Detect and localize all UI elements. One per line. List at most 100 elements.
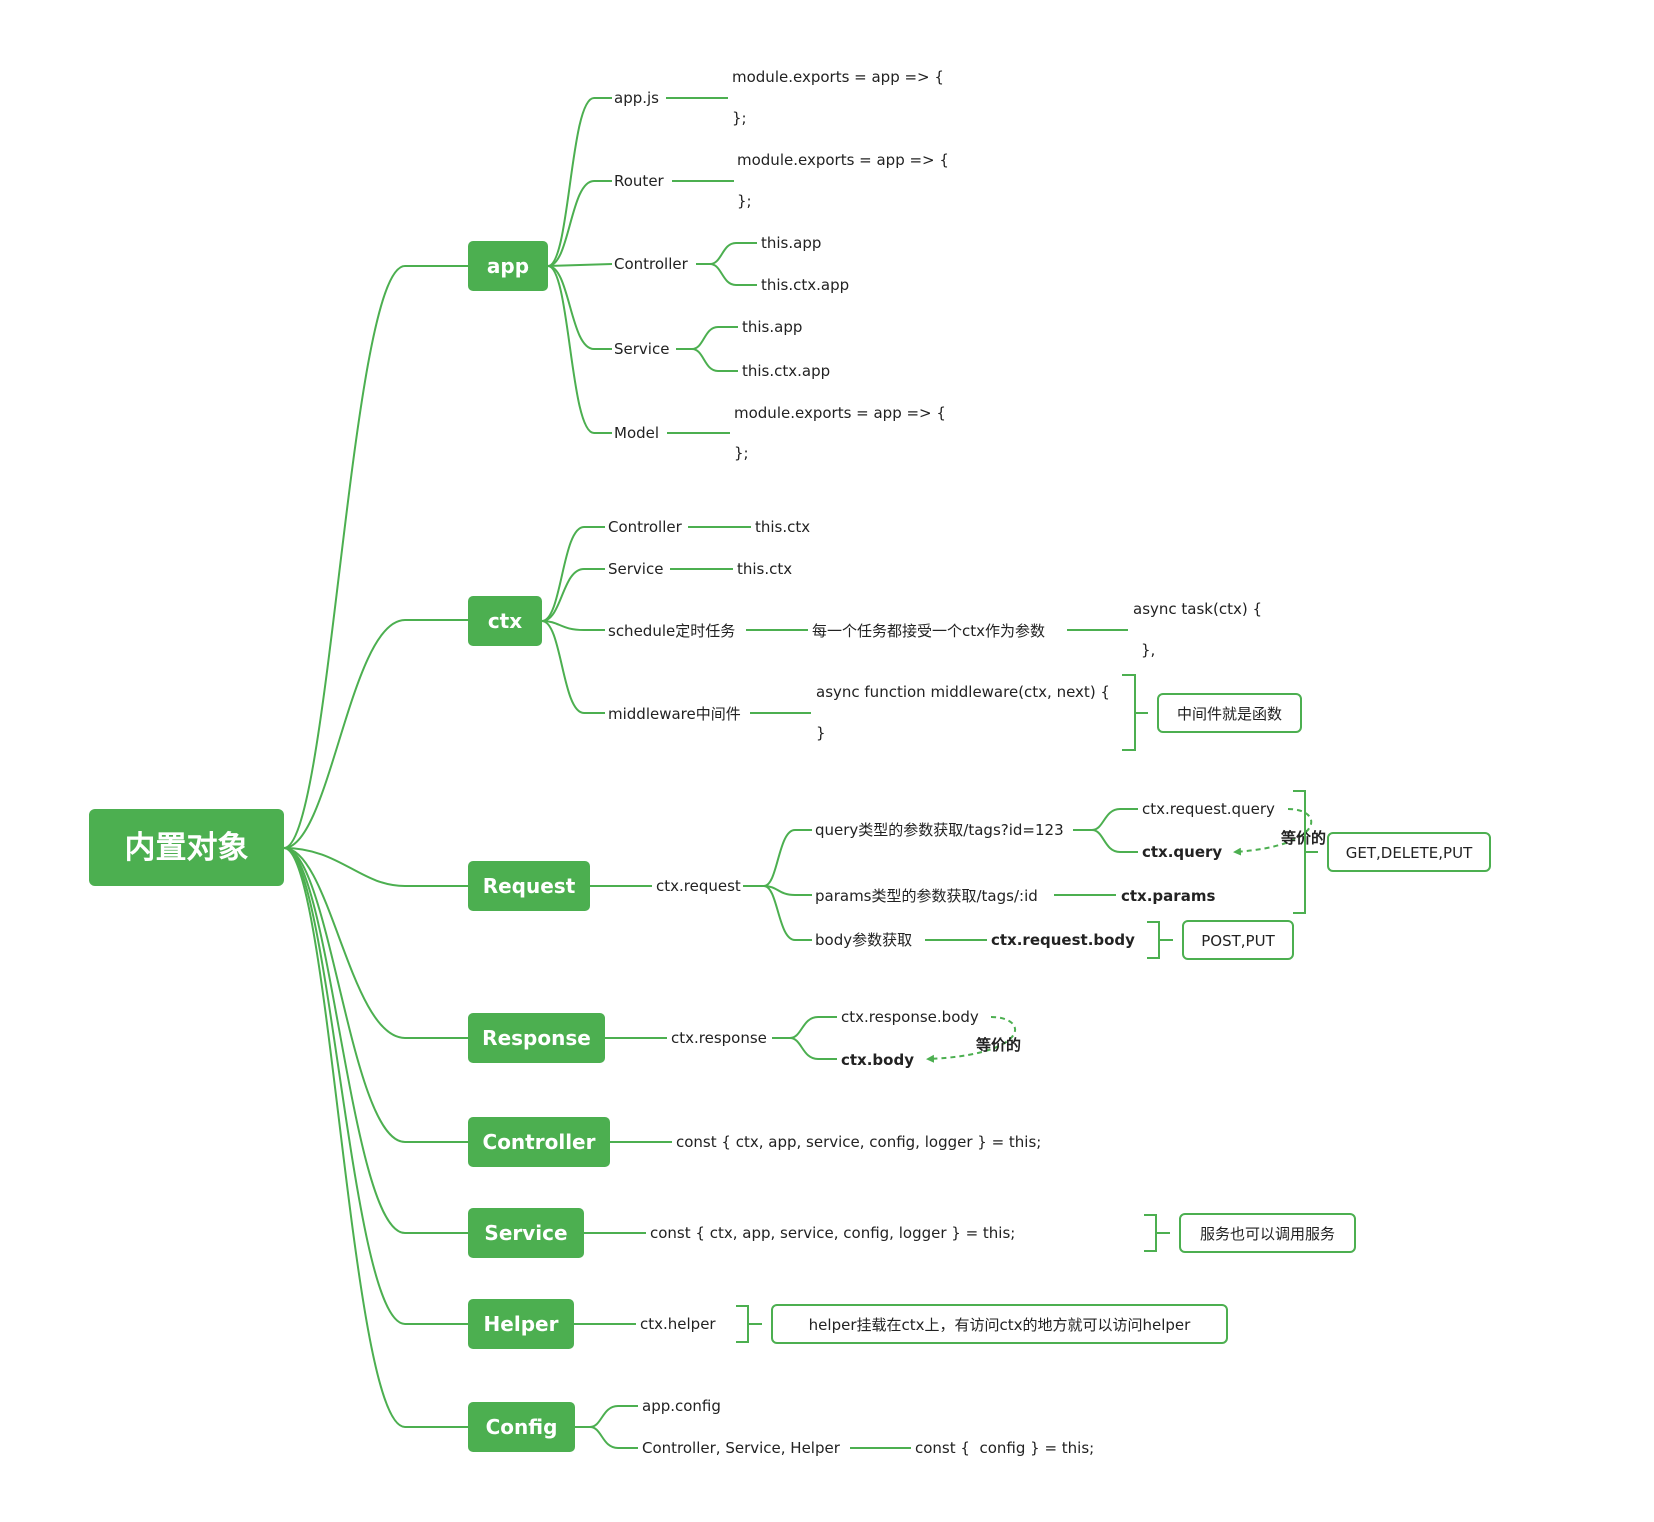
service-note[interactable]: 服务也可以调用服务	[1179, 1213, 1356, 1253]
response-equiv-arrow	[926, 1016, 1016, 1063]
request-equiv-arrow	[1233, 808, 1313, 856]
branch-helper: Helper ctx.helper helper挂载在ctx上，有访问ctx的地…	[468, 1299, 1228, 1349]
edge-config-csh	[589, 1426, 638, 1449]
app-service-label: Service	[614, 340, 669, 358]
edge-ctxres-a	[772, 1016, 837, 1039]
request-ctx-query: ctx.query	[1142, 843, 1222, 861]
request-body-label: body参数获取	[815, 931, 912, 949]
ctx-middleware-label: middleware中间件	[608, 705, 741, 723]
service-note-label: 服务也可以调用服务	[1200, 1225, 1335, 1243]
app-model-label: Model	[614, 424, 659, 442]
root-edges	[283, 265, 470, 1428]
helper-note[interactable]: helper挂载在ctx上，有访问ctx的地方就可以访问helper	[771, 1304, 1228, 1344]
edge-root-request	[283, 847, 470, 887]
config-csh: Controller, Service, Helper	[642, 1439, 841, 1457]
request-methods-note[interactable]: GET,DELETE,PUT	[1327, 832, 1491, 872]
edge-ctx-schedule	[541, 620, 605, 631]
node-config-label: Config	[486, 1415, 558, 1439]
root-label: 内置对象	[125, 830, 249, 866]
edge-ctxreq-body	[763, 885, 812, 941]
node-response[interactable]: Response	[468, 1013, 605, 1063]
ctx-schedule-desc: 每一个任务都接受一个ctx作为参数	[812, 622, 1045, 640]
edge-app-service	[547, 265, 612, 350]
node-config[interactable]: Config	[468, 1402, 575, 1452]
request-body-brace	[1147, 921, 1173, 959]
ctx-schedule-code-open: async task(ctx) {	[1133, 600, 1262, 618]
ctx-middleware-code-open: async function middleware(ctx, next) {	[816, 683, 1110, 701]
node-helper-label: Helper	[484, 1312, 559, 1336]
edge-app-controller	[547, 263, 613, 267]
app-controller-label: Controller	[614, 255, 689, 273]
edge-root-helper	[283, 847, 470, 1325]
node-controller-label: Controller	[483, 1130, 596, 1154]
app-router-label: Router	[614, 172, 665, 190]
branch-controller: Controller const { ctx, app, service, co…	[468, 1117, 1041, 1167]
request-body-note-label: POST,PUT	[1201, 932, 1275, 950]
request-methods-brace	[1293, 790, 1318, 914]
app-controller-this-ctx-app: this.ctx.app	[761, 276, 849, 294]
app-service-this-ctx-app: this.ctx.app	[742, 362, 830, 380]
node-helper[interactable]: Helper	[468, 1299, 574, 1349]
request-ctx-request: ctx.request	[656, 877, 741, 895]
root-node[interactable]: 内置对象	[89, 809, 284, 886]
edge-ctx-controller	[541, 526, 605, 622]
app-js-label: app.js	[614, 89, 659, 107]
request-query-label: query类型的参数获取/tags?id=123	[815, 821, 1064, 839]
edge-ctxres-b	[789, 1037, 837, 1060]
edge-root-config	[283, 847, 470, 1428]
edge-root-response	[283, 847, 470, 1039]
middleware-note[interactable]: 中间件就是函数	[1157, 693, 1302, 733]
edge-root-app	[283, 265, 470, 849]
node-ctx-label: ctx	[488, 609, 522, 633]
node-request[interactable]: Request	[468, 861, 590, 911]
node-response-label: Response	[482, 1026, 591, 1050]
ctx-schedule-code-close: },	[1141, 641, 1155, 659]
response-ctx-response-body: ctx.response.body	[841, 1008, 979, 1026]
branch-request: Request ctx.request query类型的参数获取/tags?id…	[468, 790, 1491, 960]
edge-query-a	[1073, 808, 1138, 831]
branch-app: app app.js module.exports = app => { }; …	[468, 68, 949, 462]
branch-response: Response ctx.response ctx.response.body …	[468, 1008, 1021, 1069]
edge-appsvc-a	[676, 326, 738, 350]
helper-brace	[736, 1305, 762, 1343]
request-ctx-request-query: ctx.request.query	[1142, 800, 1275, 818]
response-equiv-label: 等价的	[976, 1036, 1021, 1054]
edge-root-controller	[283, 847, 470, 1143]
edge-ctxreq-params	[763, 885, 812, 896]
edge-ctxreq-query	[743, 829, 812, 887]
node-app[interactable]: app	[468, 241, 548, 291]
edge-config-appconfig	[575, 1405, 638, 1428]
ctx-middleware-code-close: }	[816, 724, 826, 742]
middleware-brace	[1122, 674, 1148, 751]
edge-app-appjs	[547, 97, 612, 267]
request-ctx-params: ctx.params	[1121, 887, 1215, 905]
edge-ctx-middleware	[541, 620, 605, 714]
branch-config: Config app.config Controller, Service, H…	[468, 1397, 1094, 1457]
helper-ctx-helper: ctx.helper	[640, 1315, 716, 1333]
request-body-note[interactable]: POST,PUT	[1182, 920, 1294, 960]
ctx-controller-this-ctx: this.ctx	[755, 518, 810, 536]
app-js-code-close: };	[732, 109, 747, 127]
node-controller[interactable]: Controller	[468, 1117, 610, 1167]
node-ctx[interactable]: ctx	[468, 596, 542, 646]
branch-ctx: ctx Controller this.ctx Service this.ctx…	[468, 518, 1302, 751]
app-model-code-close: };	[734, 444, 749, 462]
node-service-label: Service	[484, 1221, 567, 1245]
response-ctx-body: ctx.body	[841, 1051, 914, 1069]
node-service[interactable]: Service	[468, 1208, 584, 1258]
app-controller-this-app: this.app	[761, 234, 821, 252]
edge-ctx-service	[541, 568, 605, 622]
ctx-service-this-ctx: this.ctx	[737, 560, 792, 578]
edge-appctrl-b	[709, 263, 757, 286]
edge-app-router	[547, 180, 612, 267]
edge-root-service	[283, 847, 470, 1234]
service-code: const { ctx, app, service, config, logge…	[650, 1224, 1015, 1242]
ctx-service-label: Service	[608, 560, 663, 578]
node-app-label: app	[487, 254, 529, 278]
ctx-schedule-label: schedule定时任务	[608, 622, 735, 640]
edge-app-model	[547, 265, 612, 434]
request-equiv-label: 等价的	[1281, 829, 1326, 847]
ctx-controller-label: Controller	[608, 518, 683, 536]
helper-note-label: helper挂载在ctx上，有访问ctx的地方就可以访问helper	[809, 1316, 1191, 1334]
